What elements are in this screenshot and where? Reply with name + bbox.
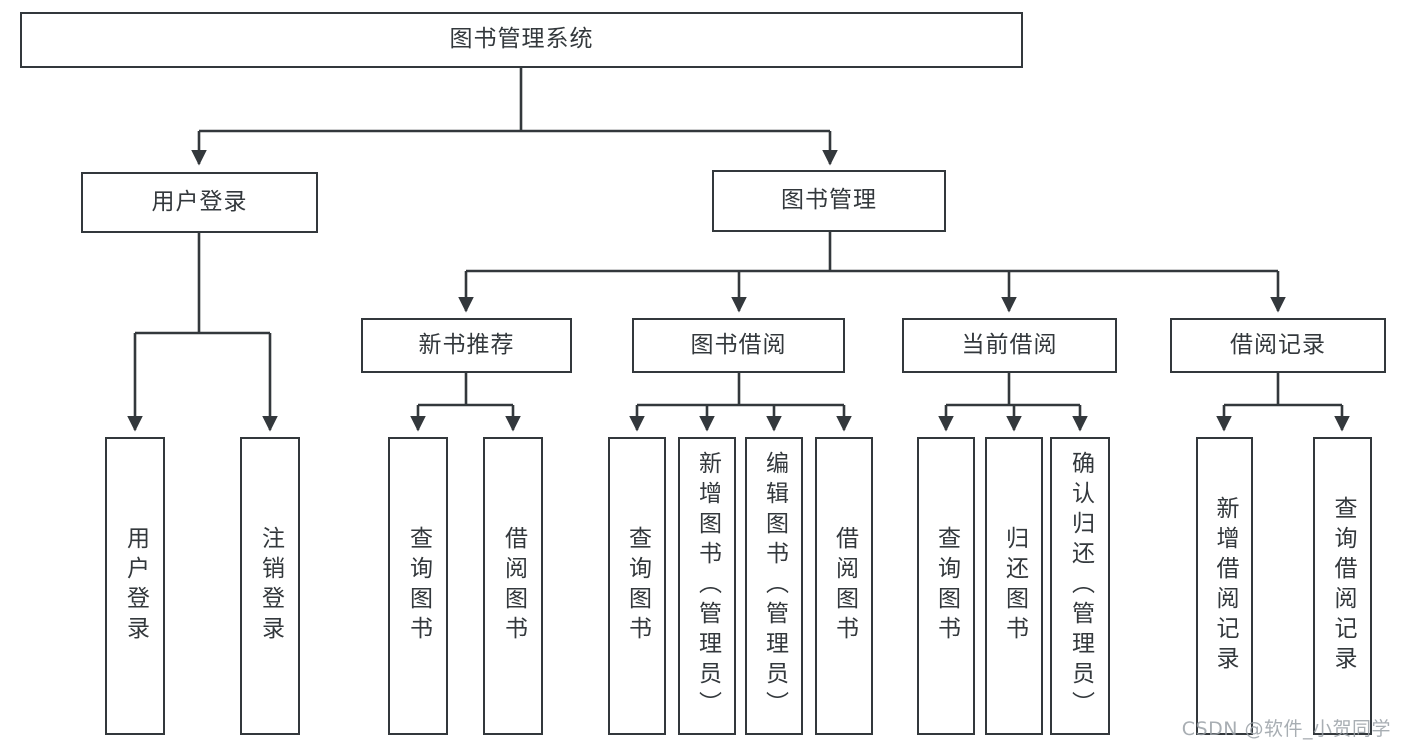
leaf-add-book-admin-label: 新增图书（管理员）	[694, 451, 721, 721]
leaf-logout-label: 注销登录	[257, 526, 284, 646]
node-book-borrow[interactable]: 图书借阅	[632, 318, 845, 373]
node-new-book-recommend-label: 新书推荐	[418, 331, 515, 358]
leaf-query-book-newbook[interactable]: 查询图书	[388, 437, 448, 735]
leaf-query-borrow-record-label: 查询借阅记录	[1330, 496, 1356, 676]
leaf-query-book-borrow[interactable]: 查询图书	[608, 437, 666, 735]
node-current-borrow[interactable]: 当前借阅	[902, 318, 1117, 373]
leaf-user-login[interactable]: 用户登录	[105, 437, 165, 735]
node-root[interactable]: 图书管理系统	[20, 12, 1023, 68]
leaf-add-borrow-record[interactable]: 新增借阅记录	[1196, 437, 1253, 735]
node-book-management-label: 图书管理	[781, 187, 877, 214]
leaf-query-book-newbook-label: 查询图书	[405, 526, 432, 646]
leaf-edit-book-admin[interactable]: 编辑图书（管理员）	[745, 437, 803, 735]
node-user-login-label: 用户登录	[151, 188, 248, 215]
leaf-query-book-borrow-label: 查询图书	[624, 526, 651, 646]
node-user-login[interactable]: 用户登录	[81, 172, 318, 233]
leaf-borrow-book-borrow[interactable]: 借阅图书	[815, 437, 873, 735]
node-current-borrow-label: 当前借阅	[961, 331, 1058, 358]
leaf-borrow-book-borrow-label: 借阅图书	[831, 526, 858, 646]
leaf-confirm-return-admin[interactable]: 确认归还（管理员）	[1050, 437, 1110, 735]
leaf-user-login-label: 用户登录	[122, 526, 149, 646]
leaf-query-book-current[interactable]: 查询图书	[917, 437, 975, 735]
leaf-edit-book-admin-label: 编辑图书（管理员）	[761, 451, 788, 721]
leaf-return-book-label: 归还图书	[1001, 526, 1028, 646]
leaf-add-borrow-record-label: 新增借阅记录	[1212, 496, 1238, 676]
node-borrow-record-label: 借阅记录	[1230, 331, 1326, 358]
leaf-borrow-book-newbook[interactable]: 借阅图书	[483, 437, 543, 735]
leaf-return-book[interactable]: 归还图书	[985, 437, 1043, 735]
node-root-label: 图书管理系统	[449, 26, 594, 53]
node-borrow-record[interactable]: 借阅记录	[1170, 318, 1386, 373]
node-new-book-recommend[interactable]: 新书推荐	[361, 318, 572, 373]
leaf-logout[interactable]: 注销登录	[240, 437, 300, 735]
leaf-add-book-admin[interactable]: 新增图书（管理员）	[678, 437, 736, 735]
node-book-management[interactable]: 图书管理	[712, 170, 946, 232]
leaf-query-borrow-record[interactable]: 查询借阅记录	[1313, 437, 1372, 735]
node-book-borrow-label: 图书借阅	[690, 331, 787, 358]
leaf-borrow-book-newbook-label: 借阅图书	[500, 526, 527, 646]
leaf-confirm-return-admin-label: 确认归还（管理员）	[1067, 451, 1094, 721]
leaf-query-book-current-label: 查询图书	[933, 526, 960, 646]
